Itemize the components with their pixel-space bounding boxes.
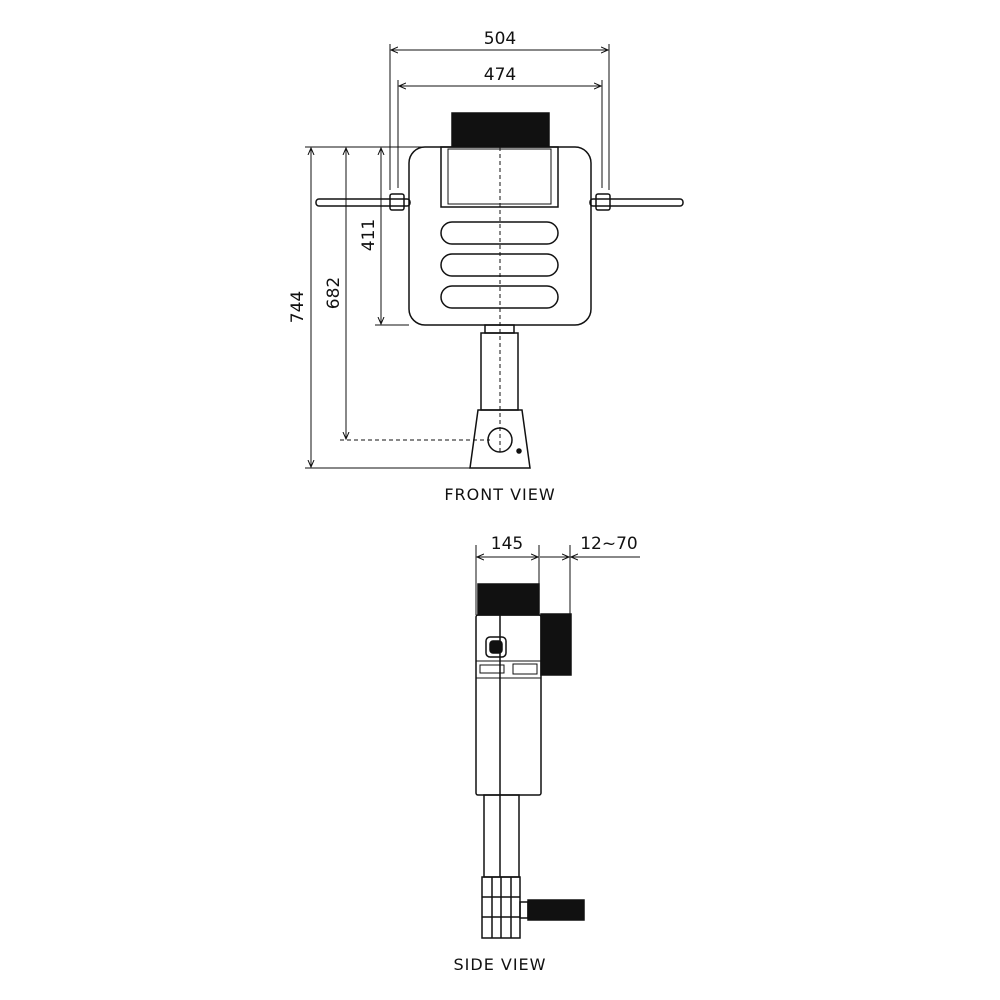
cistern-top [477, 583, 540, 616]
side-view [475, 545, 640, 939]
dimension-12-70 [540, 545, 640, 614]
outlet-pipe [519, 901, 529, 919]
front-view-title: FRONT VIEW [444, 485, 555, 504]
dim-label-744: 744 [288, 291, 308, 323]
dimension-504 [389, 44, 610, 190]
vent-slot [440, 221, 559, 245]
dim-label-145: 145 [491, 534, 523, 554]
dim-label-682: 682 [324, 277, 344, 309]
bracket-side [475, 660, 542, 679]
outlet-base [469, 409, 531, 469]
tank-body [408, 146, 592, 326]
dim-label-411: 411 [359, 219, 379, 251]
left-bracket [315, 193, 411, 211]
front-view [305, 44, 684, 469]
dimension-744 [305, 146, 470, 469]
side-view-title: SIDE VIEW [454, 955, 547, 974]
vent-slot [440, 253, 559, 277]
flush-pipe [483, 794, 520, 878]
dimension-145 [475, 545, 540, 615]
valve-knob [485, 636, 507, 658]
dimension-411 [375, 148, 409, 326]
flush-plate-mount [540, 613, 572, 676]
dimension-474 [397, 80, 603, 188]
right-bracket [589, 193, 684, 211]
dim-label-474: 474 [484, 65, 516, 85]
dim-label-504: 504 [484, 29, 516, 49]
dim-label-12-70: 12~70 [580, 534, 638, 554]
